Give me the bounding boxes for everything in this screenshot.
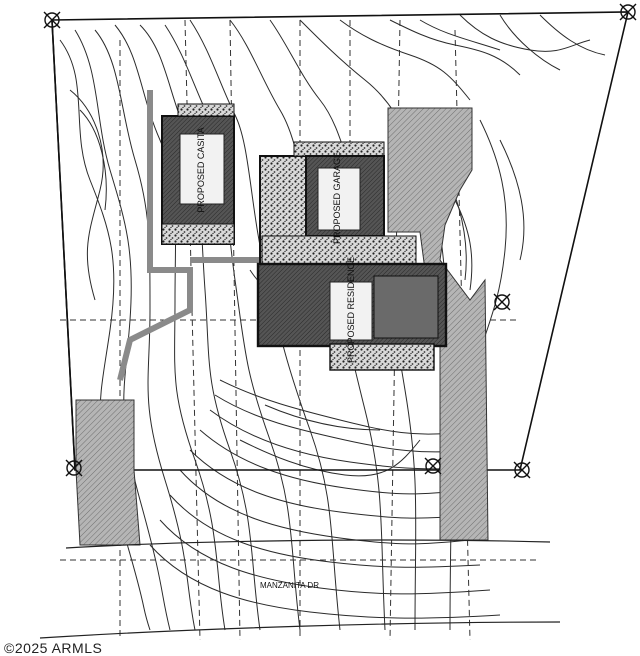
residence-wing [373,275,439,339]
garage-apron [261,235,417,267]
casita-patio [161,223,235,245]
survey-markers [43,3,637,479]
garage-room [317,167,361,231]
survey-marker-s [424,457,442,475]
survey-marker-nw [43,11,61,29]
casita-room [179,133,225,205]
east-driveway [387,107,489,541]
copyright-watermark: ©2025 ARMLS [4,640,103,656]
buildings [161,103,448,371]
property-boundary [51,11,630,471]
survey-marker-se [513,461,531,479]
garage-label: PROPOSED GARAGE [332,152,342,244]
casita-label: PROPOSED CASITA [196,127,206,212]
residence-room [329,281,373,341]
survey-marker-e [493,293,511,311]
street-label: MANZANITA DR [260,581,319,590]
hatched-areas [75,107,489,546]
southwest-driveway [75,399,141,546]
residence-label: PROPOSED RESIDENCE [346,257,356,363]
survey-marker-w [65,459,83,477]
contour-lines [59,14,606,631]
walkways [117,90,262,381]
building-labels: PROPOSED CASITA PROPOSED GARAGE PROPOSED… [196,127,356,363]
survey-marker-ne [619,3,637,21]
casita-porch [177,103,235,117]
street [39,539,561,639]
residence-terrace [329,343,435,371]
